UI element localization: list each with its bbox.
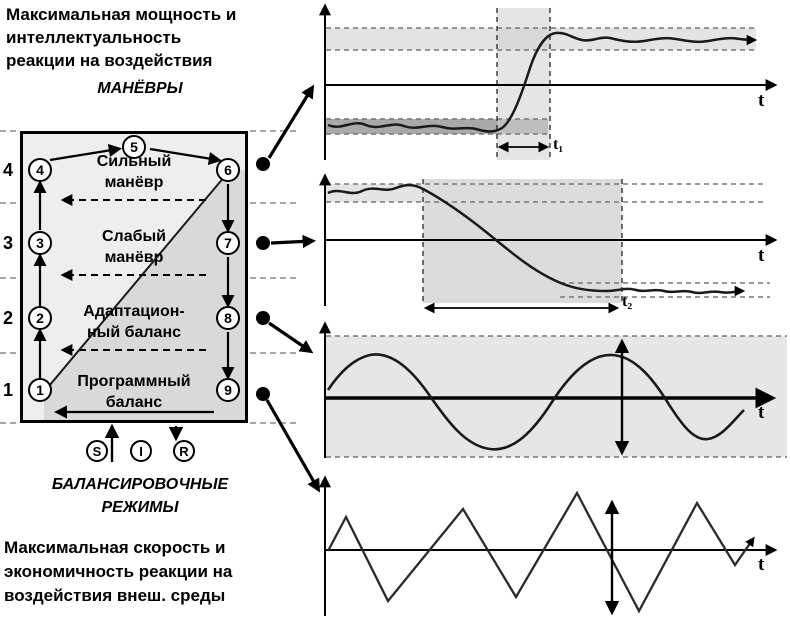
maneuvers-label: МАНЁВРЫ [97,80,183,97]
plot-weak-maneuver [319,173,778,314]
zigzag-curve [326,490,755,614]
response-curve [327,31,758,133]
node-9: 9 [216,378,240,402]
plot-adaptive-balance [319,321,787,458]
axis-label-t-plot3: t [758,402,765,423]
io-node-r: R [173,440,195,462]
level-number-2: 2 [2,308,13,328]
flow-arrows-solid [33,143,235,419]
node-4: 4 [28,158,52,182]
response-curve [327,183,746,297]
top-caption-line: Максимальная мощность и [6,5,237,24]
top-caption: Максимальная мощность и интеллектуальнос… [6,3,236,72]
bottom-caption-line: Максимальная скорость и [4,538,226,557]
zone-label-line: Слабый [102,228,166,245]
level-number-1: 1 [2,380,13,400]
io-node-s: S [86,440,108,462]
io-node-i: I [130,440,152,462]
mode-box-interior [33,143,245,462]
bottom-caption-line: воздействия внеш. среды [4,586,226,605]
node-3: 3 [28,231,52,255]
guide-dashes [0,130,298,424]
balance-modes-line: РЕЖИМЫ [101,499,179,516]
zone-label-line: баланс [105,394,163,411]
level-number-4: 4 [2,160,13,180]
level-number-3: 3 [2,233,13,253]
zone-label-line: Адаптацион- [83,303,185,320]
connector-dot [256,311,270,325]
connector-dot [256,236,270,250]
sine-curve [326,353,745,451]
node-2: 2 [28,306,52,330]
balance-modes-label: БАЛАНСИРОВОЧНЫЕ РЕЖИМЫ [15,473,265,519]
axis-label-t-plot1: t [758,90,765,111]
zone-label-line: Программный [77,373,191,390]
t2-duration-label: t₂ [622,293,633,310]
diagonal-line [43,169,231,393]
zone-label-line: манёвр [104,174,164,191]
node-6: 6 [216,158,240,182]
connector-arrows [256,84,321,493]
zone-label-line: ный баланс [86,324,181,341]
top-caption-line: интеллектуальность [6,28,182,47]
node-5: 5 [122,135,146,159]
bottom-caption-line: экономичность реакции на [4,562,233,581]
zone-label-adaptive-balance: Адаптацион- ный баланс [48,301,220,343]
zone-label-line: манёвр [104,249,164,266]
node-7: 7 [216,231,240,255]
zone-label-weak-maneuver: Слабый манёвр [48,226,220,268]
connector-dot [256,157,270,171]
t1-duration-label: t₁ [553,136,564,153]
axis-label-t-plot2: t [758,245,765,266]
node-8: 8 [216,306,240,330]
zone-label-line: Сильный [96,153,172,170]
zone-label-program-balance: Программный баланс [48,371,220,413]
shaded-triangle [44,170,245,420]
balance-modes-line: БАЛАНСИРОВОЧНЫЕ [51,476,229,493]
plot-program-balance [319,475,778,616]
zone-label-strong-maneuver: Сильный манёвр [48,151,220,193]
top-caption-line: реакции на воздействия [6,51,213,70]
axis-label-t-plot4: t [758,554,765,575]
bottom-caption: Максимальная скорость и экономичность ре… [4,536,232,608]
connector-dot [256,387,270,401]
node-1: 1 [28,378,52,402]
plot-strong-maneuver [319,3,778,160]
